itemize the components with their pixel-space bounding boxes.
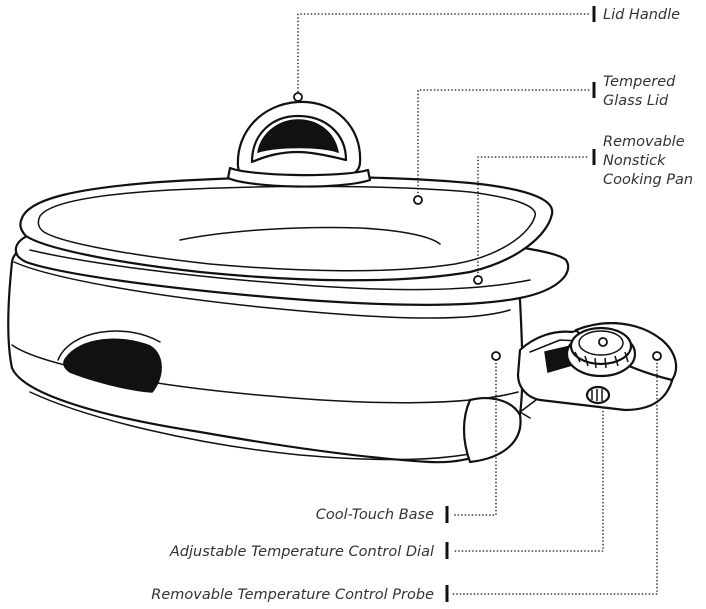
label-glass-lid: Tempered Glass Lid (603, 74, 680, 109)
pin-glass-lid (413, 195, 423, 205)
pin-base (491, 351, 501, 361)
leader-cooking-pan (477, 156, 591, 277)
pin-cooking-pan (473, 275, 483, 285)
skillet-illustration (7, 100, 678, 464)
callout-leaders (293, 6, 662, 602)
lid-handle (226, 100, 372, 188)
callout-labels: Lid Handle Tempered Glass Lid Removable … (151, 7, 693, 603)
temperature-control-dial (565, 326, 637, 378)
label-base: Cool-Touch Base (316, 507, 434, 523)
pin-control-dial (598, 337, 608, 347)
label-control-probe: Removable Temperature Control Probe (151, 587, 434, 603)
leader-lid-handle (297, 13, 591, 96)
pin-lid-handle (293, 92, 303, 102)
label-control-dial: Adjustable Temperature Control Dial (169, 544, 434, 560)
temperature-control-probe (516, 322, 678, 419)
leader-control-probe (451, 359, 658, 595)
leader-glass-lid (417, 89, 591, 197)
label-lid-handle: Lid Handle (603, 7, 680, 23)
pin-control-probe (652, 351, 662, 361)
label-cooking-pan: Removable Nonstick Cooking Pan (603, 134, 693, 188)
leader-control-dial (451, 407, 604, 552)
